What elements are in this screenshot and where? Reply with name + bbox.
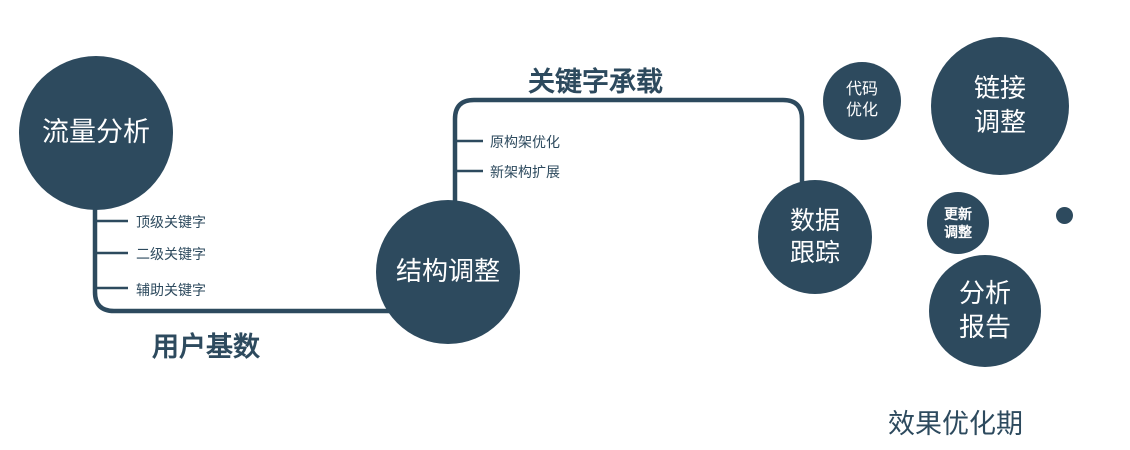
node-structure-adjustment-label: 结构调整 <box>395 256 500 287</box>
node-traffic-analysis-label: 流量分析 <box>42 117 150 148</box>
connector-traffic-to-structure <box>92 205 395 314</box>
tick-label-top-keywords: 顶级关键字 <box>136 214 206 230</box>
node-structure-adjustment: 结构调整 <box>376 200 520 344</box>
edge-label-keyword-carrier: 关键字承载 <box>528 67 663 97</box>
node-data-tracking: 数据 跟踪 <box>758 180 872 294</box>
tick-label-original-architecture: 原构架优化 <box>490 134 560 150</box>
node-data-tracking-label: 数据 跟踪 <box>789 206 840 268</box>
tick-label-new-architecture: 新架构扩展 <box>490 164 560 180</box>
node-link-adjustment-label: 链接 调整 <box>973 73 1026 137</box>
node-traffic-analysis: 流量分析 <box>19 56 173 210</box>
bullet-dot <box>1056 207 1073 224</box>
node-link-adjustment: 链接 调整 <box>931 37 1069 175</box>
connector-structure-to-tracking <box>452 97 805 203</box>
node-update-adjustment: 更新 调整 <box>927 192 989 254</box>
node-code-optimization: 代码 优化 <box>823 62 901 140</box>
node-update-adjustment-label: 更新 调整 <box>944 205 972 240</box>
caption-effect-optimization-period: 效果优化期 <box>888 409 1023 439</box>
tick-label-auxiliary-keywords: 辅助关键字 <box>136 282 206 298</box>
node-code-optimization-label: 代码 优化 <box>845 81 878 119</box>
node-analysis-report-label: 分析 报告 <box>958 278 1011 342</box>
edge-label-user-base: 用户基数 <box>152 332 260 362</box>
node-analysis-report: 分析 报告 <box>929 255 1041 367</box>
tick-label-second-keywords: 二级关键字 <box>136 246 206 262</box>
